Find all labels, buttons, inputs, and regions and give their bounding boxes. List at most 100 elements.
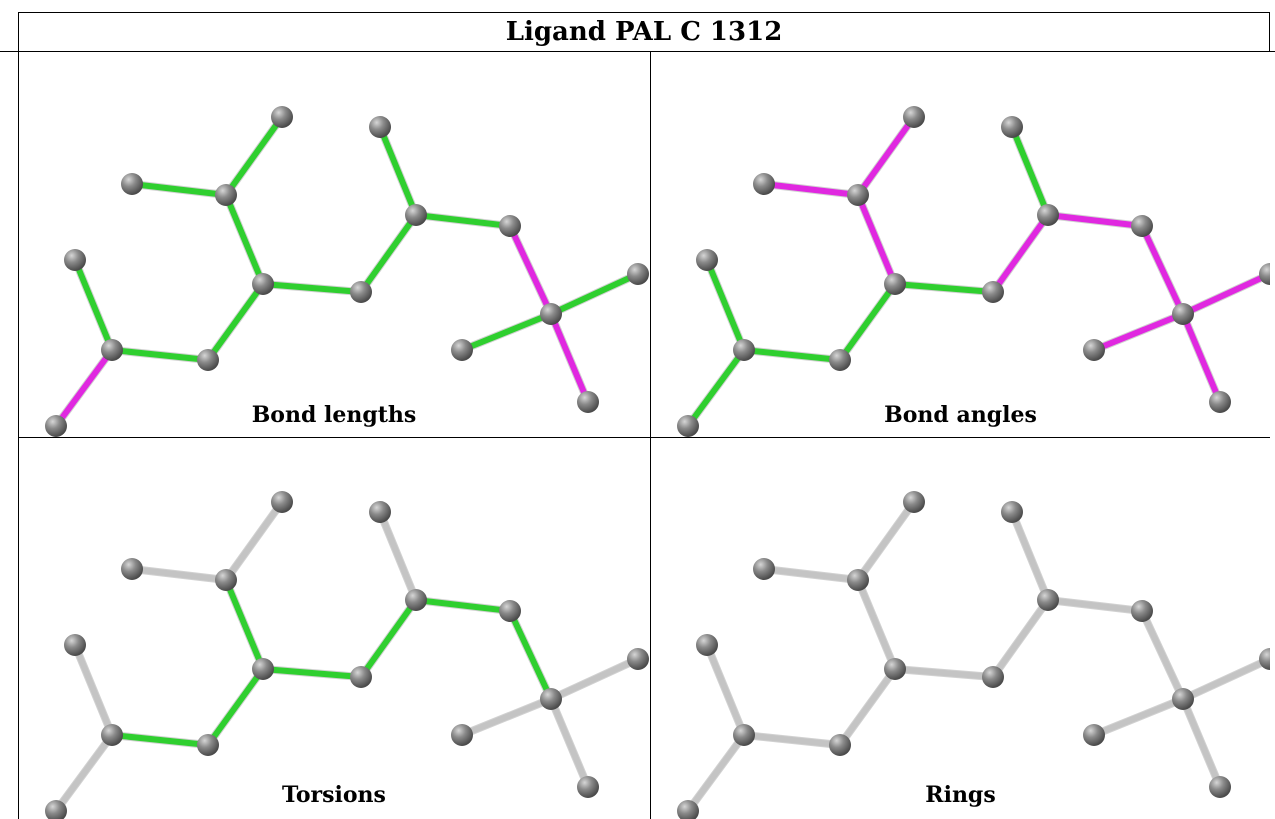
molecule-torsions — [45, 491, 649, 819]
panel-bond-lengths: Bond lengths — [18, 52, 650, 437]
bond-a12-a16 — [685, 347, 747, 429]
atom-a6 — [1131, 600, 1153, 622]
bond-a10-a11 — [548, 271, 641, 317]
bond-a2-a3 — [129, 181, 229, 198]
molecule-bond-lengths — [45, 106, 649, 437]
atom-a11 — [540, 688, 562, 710]
atom-a3 — [847, 569, 869, 591]
bond-a12-a16 — [53, 347, 115, 429]
atom-a5 — [405, 589, 427, 611]
atom-a8 — [252, 273, 274, 295]
atom-a3 — [215, 569, 237, 591]
bond-a11-a15 — [548, 696, 591, 790]
atom-a13 — [829, 734, 851, 756]
bond-a11-a15 — [1180, 696, 1223, 790]
atom-a11 — [540, 303, 562, 325]
atom-a14 — [451, 724, 473, 746]
bond-a11-a14 — [1091, 696, 1186, 738]
atom-a16 — [677, 800, 699, 819]
right-border — [1269, 12, 1270, 52]
atom-a4 — [369, 116, 391, 138]
bond-a12-a16 — [685, 732, 747, 814]
atom-a16 — [45, 800, 67, 819]
bond-a4-a5 — [1009, 124, 1051, 218]
atom-a3 — [215, 184, 237, 206]
atom-a9 — [982, 666, 1004, 688]
bond-a11-a14 — [459, 696, 554, 738]
bond-a12-a16 — [53, 732, 115, 814]
atom-a10 — [1259, 263, 1270, 285]
atom-a10 — [1259, 648, 1270, 670]
bond-a5-a6 — [413, 597, 513, 614]
bond-a11-a15 — [1180, 311, 1223, 405]
bond-a12-a13 — [741, 347, 843, 363]
atom-a9 — [350, 666, 372, 688]
bond-a2-a3 — [761, 181, 861, 198]
atom-a15 — [577, 776, 599, 798]
page-title: Ligand PAL C 1312 — [505, 17, 783, 47]
atom-a12 — [101, 339, 123, 361]
bond-a8-a9 — [892, 281, 996, 295]
atom-a7 — [696, 249, 718, 271]
atom-a12 — [733, 724, 755, 746]
atom-a7 — [64, 634, 86, 656]
bond-a1-a3 — [223, 114, 285, 198]
bond-a12-a13 — [109, 732, 211, 748]
bond-a8-a13 — [837, 666, 898, 748]
bond-a5-a9 — [358, 212, 419, 295]
atom-a1 — [271, 106, 293, 128]
atom-a7 — [696, 634, 718, 656]
bond-a7-a12 — [704, 257, 747, 353]
atom-a16 — [677, 415, 699, 437]
atom-a10 — [627, 648, 649, 670]
atom-a11 — [1172, 303, 1194, 325]
column-divider — [650, 51, 651, 819]
bond-a12-a13 — [741, 732, 843, 748]
bond-a6-a11 — [1139, 223, 1186, 317]
atom-a13 — [197, 734, 219, 756]
top-border — [18, 12, 1270, 13]
atom-a10 — [627, 263, 649, 285]
bond-a3-a8 — [223, 192, 266, 287]
bond-a5-a6 — [1045, 597, 1145, 614]
atom-a8 — [252, 658, 274, 680]
bond-a3-a8 — [855, 192, 898, 287]
bond-a2-a3 — [129, 566, 229, 583]
bond-a8-a9 — [260, 281, 364, 295]
atom-a1 — [271, 491, 293, 513]
atom-a8 — [884, 658, 906, 680]
atom-a6 — [1131, 215, 1153, 237]
bond-a7-a12 — [704, 642, 747, 738]
bond-a10-a11 — [1180, 271, 1270, 317]
bond-a10-a11 — [1180, 656, 1270, 702]
atom-a14 — [1083, 339, 1105, 361]
atom-a5 — [1037, 589, 1059, 611]
atom-a14 — [1083, 724, 1105, 746]
bond-a12-a13 — [109, 347, 211, 363]
atom-a11 — [1172, 688, 1194, 710]
bond-a11-a14 — [1091, 311, 1186, 353]
bond-a7-a12 — [72, 642, 115, 738]
bond-a1-a3 — [855, 114, 917, 198]
bond-a5-a6 — [413, 212, 513, 229]
atom-a1 — [903, 491, 925, 513]
panel-torsions: Torsions — [18, 438, 650, 819]
atom-a13 — [197, 349, 219, 371]
atom-a3 — [847, 184, 869, 206]
bond-a5-a9 — [990, 212, 1051, 295]
bond-a5-a9 — [358, 597, 419, 680]
atom-a5 — [1037, 204, 1059, 226]
caption-bond-lengths: Bond lengths — [251, 402, 417, 428]
atom-a4 — [369, 501, 391, 523]
atom-a12 — [101, 724, 123, 746]
bond-a4-a5 — [377, 509, 419, 603]
bond-a8-a9 — [892, 666, 996, 680]
atom-a15 — [1209, 391, 1231, 413]
atom-a14 — [451, 339, 473, 361]
atom-a4 — [1001, 116, 1023, 138]
atom-a7 — [64, 249, 86, 271]
bond-a6-a11 — [507, 223, 554, 317]
atom-a5 — [405, 204, 427, 226]
bond-a3-a8 — [855, 577, 898, 672]
bond-a5-a6 — [1045, 212, 1145, 229]
